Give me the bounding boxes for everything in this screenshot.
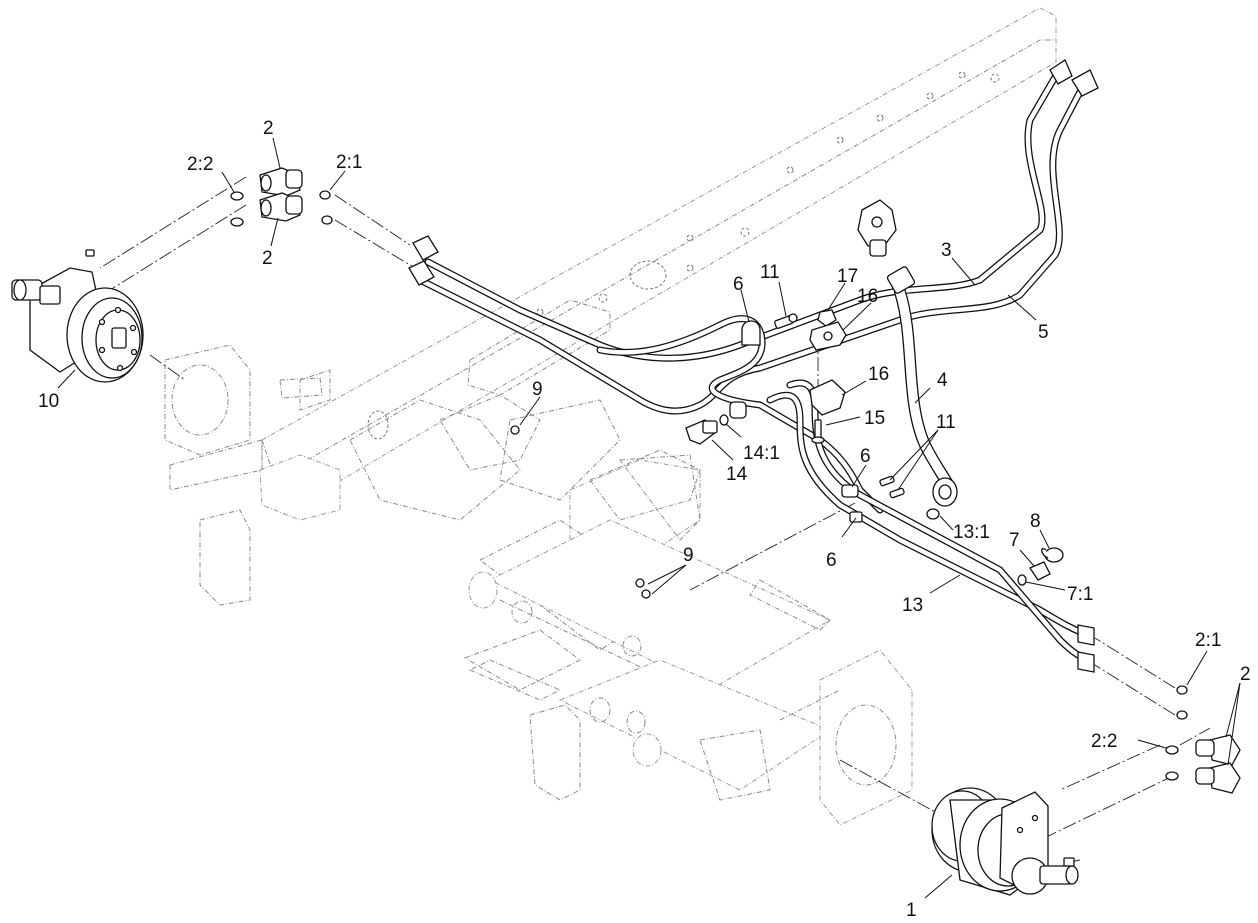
- callout-2-1-top: 2:1: [336, 152, 362, 173]
- callout-11-mid: 11: [936, 412, 956, 433]
- hydraulic-tube-6-loop[interactable]: [596, 315, 884, 514]
- o-ring-14-1: [719, 414, 729, 426]
- tube-end-fittings: [408, 59, 1099, 673]
- callout-1: 1: [906, 900, 917, 921]
- callout-16-mid: 16: [868, 364, 889, 385]
- fitting-14[interactable]: [685, 419, 718, 445]
- tube-nut-top-left-a: [412, 235, 439, 261]
- clamp-16-top[interactable]: [809, 321, 847, 351]
- leader-lines: [57, 137, 1241, 899]
- callout-6-top: 6: [733, 274, 744, 295]
- o-ring-2-2-bottom-b: [1165, 771, 1179, 781]
- hose-4-elbow-bore: [938, 484, 952, 500]
- hydraulic-motor-10[interactable]: [11, 249, 144, 383]
- bolts-11-mid[interactable]: [879, 475, 905, 499]
- callout-6-mid: 6: [860, 446, 871, 467]
- callout-16-top: 16: [857, 286, 878, 307]
- elbow-fitting-2-top[interactable]: [259, 167, 303, 222]
- callout-14-1: 14:1: [743, 443, 780, 464]
- elbow-fitting-2-bottom[interactable]: [1195, 734, 1241, 794]
- bolt-15[interactable]: [811, 419, 825, 444]
- assembly-centerlines: [99, 176, 1211, 863]
- callout-14: 14: [726, 464, 748, 485]
- o-ring-2-2-top-b: [230, 217, 244, 227]
- callout-13-1: 13:1: [953, 522, 990, 543]
- hose-4-upper-nut: [886, 266, 916, 294]
- callout-3: 3: [941, 240, 952, 261]
- bolt-11-top[interactable]: [774, 313, 798, 329]
- chassis-frame-phantom: [164, 7, 1057, 826]
- callout-7: 7: [1009, 530, 1020, 551]
- callout-2-bottom: 2: [1240, 664, 1251, 685]
- o-ring-2-1-top-a: [319, 190, 331, 200]
- callout-9-top: 9: [532, 379, 543, 400]
- callout-8: 8: [1030, 511, 1041, 532]
- callout-labels: 2 2 2:2 2:1 10 11 6 17 16 3 5 4 16 15 9 …: [38, 118, 1251, 921]
- callout-7-1: 7:1: [1067, 584, 1093, 605]
- callout-5: 5: [1038, 322, 1049, 343]
- callout-6-low: 6: [826, 550, 837, 571]
- callout-10: 10: [38, 391, 59, 412]
- callout-2-top-b: 2: [262, 248, 273, 269]
- tube-nut-top-right-b: [1071, 69, 1099, 97]
- callout-4: 4: [937, 370, 948, 391]
- hydraulic-tube-13[interactable]: [766, 391, 1089, 638]
- hydraulic-hose-4[interactable]: [886, 266, 958, 507]
- o-rings-top: [230, 190, 333, 227]
- screw-9-top[interactable]: [510, 425, 520, 435]
- callout-2-1-bottom: 2:1: [1195, 630, 1221, 651]
- fitting-7[interactable]: [1029, 561, 1051, 581]
- tube-nut-bottom-right-a: [1077, 624, 1095, 646]
- callout-2-top-a: 2: [263, 118, 274, 139]
- nut-17[interactable]: [817, 309, 837, 327]
- callout-11-top: 11: [760, 262, 780, 283]
- relief-valve[interactable]: [857, 199, 897, 257]
- cap-8[interactable]: [1041, 547, 1064, 563]
- tube-nut-top-left-b: [408, 260, 435, 286]
- clamp-6-top[interactable]: [741, 320, 761, 346]
- o-rings-bottom: [1165, 685, 1188, 781]
- callout-17: 17: [837, 266, 858, 287]
- screws-9-low[interactable]: [635, 578, 651, 599]
- callout-15: 15: [864, 408, 885, 429]
- tube-nut-bottom-right-b: [1077, 651, 1095, 673]
- o-ring-7-1: [1017, 574, 1027, 586]
- clamp-6-low[interactable]: [849, 511, 863, 523]
- clamp-16-mid[interactable]: [809, 379, 846, 416]
- o-ring-2-1-bottom-a: [1176, 685, 1188, 695]
- o-ring-2-2-top-a: [230, 191, 244, 201]
- callout-2-2-bottom: 2:2: [1091, 731, 1117, 752]
- tube-nut-top-right-a: [1049, 59, 1073, 85]
- hydraulic-tube-3[interactable]: [424, 68, 1062, 362]
- clamp-6-mid[interactable]: [841, 484, 859, 498]
- o-ring-2-1-top-b: [321, 215, 333, 225]
- o-ring-2-1-bottom-b: [1176, 710, 1188, 720]
- o-ring-2-2-bottom-a: [1165, 745, 1179, 755]
- callout-2-2-top: 2:2: [187, 154, 213, 175]
- bulkhead-14-body: [729, 401, 747, 419]
- callout-9-low: 9: [683, 545, 694, 566]
- callout-13: 13: [902, 595, 923, 616]
- o-ring-13-1: [926, 508, 940, 520]
- hydraulic-motor-1[interactable]: [931, 787, 1079, 896]
